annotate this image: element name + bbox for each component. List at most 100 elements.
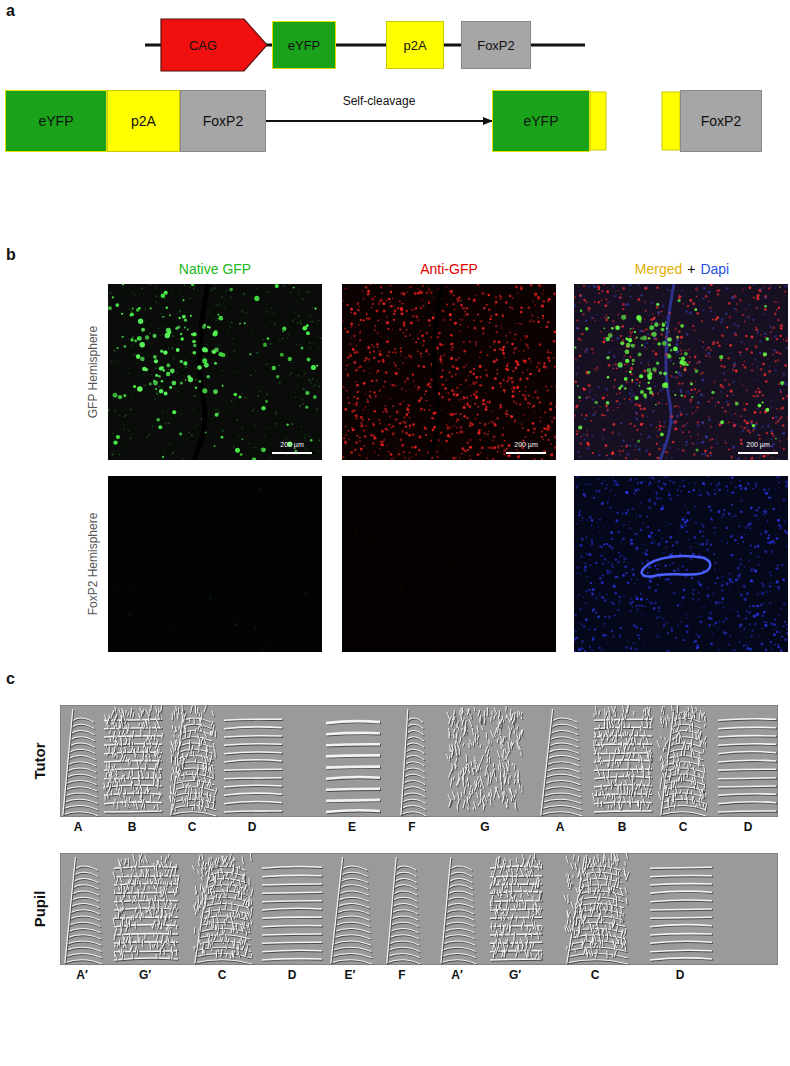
cell-dot [456, 393, 459, 396]
cell-dot [506, 416, 507, 417]
cell-dot [579, 456, 581, 458]
cell-dot [471, 459, 472, 460]
cell-dot [526, 377, 529, 380]
cell-dot [371, 380, 374, 383]
cell-dot [368, 418, 370, 420]
cell-dot [158, 375, 161, 378]
cell-dot [461, 319, 463, 321]
cell-dot [636, 413, 638, 415]
cell-dot [359, 339, 361, 341]
cell-dot [666, 458, 667, 459]
cell-dot [581, 333, 583, 335]
cell-dot [139, 367, 140, 368]
cell-dot [203, 356, 205, 358]
cell-dot [182, 315, 186, 319]
cell-dot [367, 290, 370, 293]
cell-dot [491, 421, 494, 424]
cell-dot [543, 362, 545, 364]
cell-dot [343, 300, 344, 301]
cell-dot [701, 373, 702, 374]
cell-dot [408, 412, 409, 413]
cell-dot [383, 309, 386, 312]
cell-dot [485, 369, 487, 371]
cell-dot [622, 303, 625, 306]
cell-dot [619, 296, 621, 298]
cell-dot [650, 308, 652, 310]
cell-dot [231, 322, 233, 324]
cell-dot [168, 369, 170, 371]
cell-dot [150, 284, 152, 286]
cell-dot [469, 446, 472, 449]
cell-dot [542, 315, 544, 317]
cell-dot [156, 393, 158, 395]
cell-dot [533, 320, 535, 322]
cell-dot [745, 335, 747, 337]
cell-dot [771, 406, 773, 408]
cell-dot [404, 416, 406, 418]
cell-dot [388, 351, 390, 353]
cell-dot [372, 303, 374, 305]
cell-dot [481, 292, 484, 295]
cell-dot [547, 389, 549, 391]
cell-dot [173, 358, 175, 360]
cell-dot [208, 387, 209, 388]
cell-dot [403, 322, 406, 325]
cell-dot [598, 301, 600, 303]
cell-dot [161, 366, 165, 370]
cell-dot [158, 328, 159, 329]
cell-dot [444, 387, 447, 390]
cell-dot [302, 399, 304, 401]
cell-dot [629, 295, 632, 298]
cell-dot [474, 418, 476, 420]
cell-dot [680, 349, 683, 352]
cell-dot [725, 339, 727, 341]
cell-dot [705, 295, 708, 298]
cell-dot [238, 395, 241, 398]
cell-dot [411, 309, 412, 310]
cell-dot [480, 452, 481, 453]
cell-dot [549, 426, 550, 427]
cell-dot [680, 336, 683, 339]
cell-dot [205, 432, 207, 434]
cell-dot [684, 407, 686, 409]
cell-dot [657, 435, 659, 437]
cell-dot [356, 302, 359, 305]
cell-dot [680, 354, 681, 355]
cell-dot [108, 409, 110, 411]
cell-dot [308, 435, 310, 437]
cell-dot [505, 368, 508, 371]
cell-dot [379, 353, 382, 356]
cell-dot [648, 435, 651, 438]
cell-dot [541, 430, 543, 432]
cell-dot [365, 357, 368, 360]
cell-dot [539, 401, 541, 403]
cell-dot [430, 386, 432, 388]
cell-dot [635, 403, 638, 406]
cell-dot [430, 405, 431, 406]
cell-dot [440, 344, 443, 347]
cell-dot [689, 398, 692, 401]
cell-dot [522, 372, 524, 374]
cell-dot [318, 336, 319, 337]
cell-dot [132, 292, 133, 293]
cell-dot [378, 360, 381, 363]
cell-dot [710, 426, 712, 428]
cell-dot [630, 367, 633, 370]
cell-dot [237, 380, 238, 381]
cell-dot [536, 293, 538, 295]
cell-dot [711, 438, 713, 440]
cell-dot [555, 437, 557, 439]
cell-dot [356, 398, 357, 399]
cell-dot [145, 309, 147, 311]
cell-dot [499, 406, 502, 409]
cell-dot [688, 431, 690, 433]
cell-dot [553, 417, 556, 420]
cell-dot [497, 451, 499, 453]
cell-dot [480, 320, 483, 323]
cell-dot [391, 384, 394, 387]
cell-dot [122, 336, 124, 338]
cell-dot [480, 351, 482, 353]
cell-dot [573, 304, 576, 307]
cell-dot [691, 389, 693, 391]
cell-dot [397, 447, 398, 448]
